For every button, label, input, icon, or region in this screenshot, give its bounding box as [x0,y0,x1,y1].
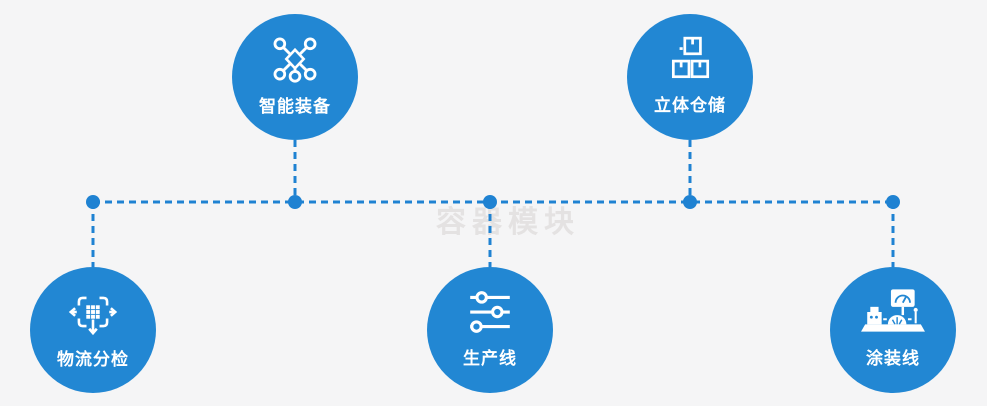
node-smart-equipment: 智能装备 [232,14,358,140]
connector-junction-dot [288,195,302,209]
node-logistics-sorting: 物流分检 [30,267,156,393]
sliders-icon [465,287,515,337]
connector-junction-dot [886,195,900,209]
connector-junction-dot [683,195,697,209]
network-nodes-icon [269,33,321,85]
watermark-text: 容器模块 [436,206,580,239]
connector-junction-dot [86,195,100,209]
node-painting-line: 涂装线 [830,267,956,393]
node-production-line: 生产线 [427,267,553,393]
node-label: 智能装备 [259,97,331,116]
node-label: 生产线 [463,349,517,368]
distribute-arrows-icon [67,286,119,338]
node-label: 物流分检 [57,350,129,369]
node-label: 立体仓储 [654,96,726,115]
node-warehouse: 立体仓储 [627,14,753,140]
node-label: 涂装线 [866,349,920,368]
machine-monitor-icon [860,287,926,337]
stacked-boxes-icon [665,34,715,84]
